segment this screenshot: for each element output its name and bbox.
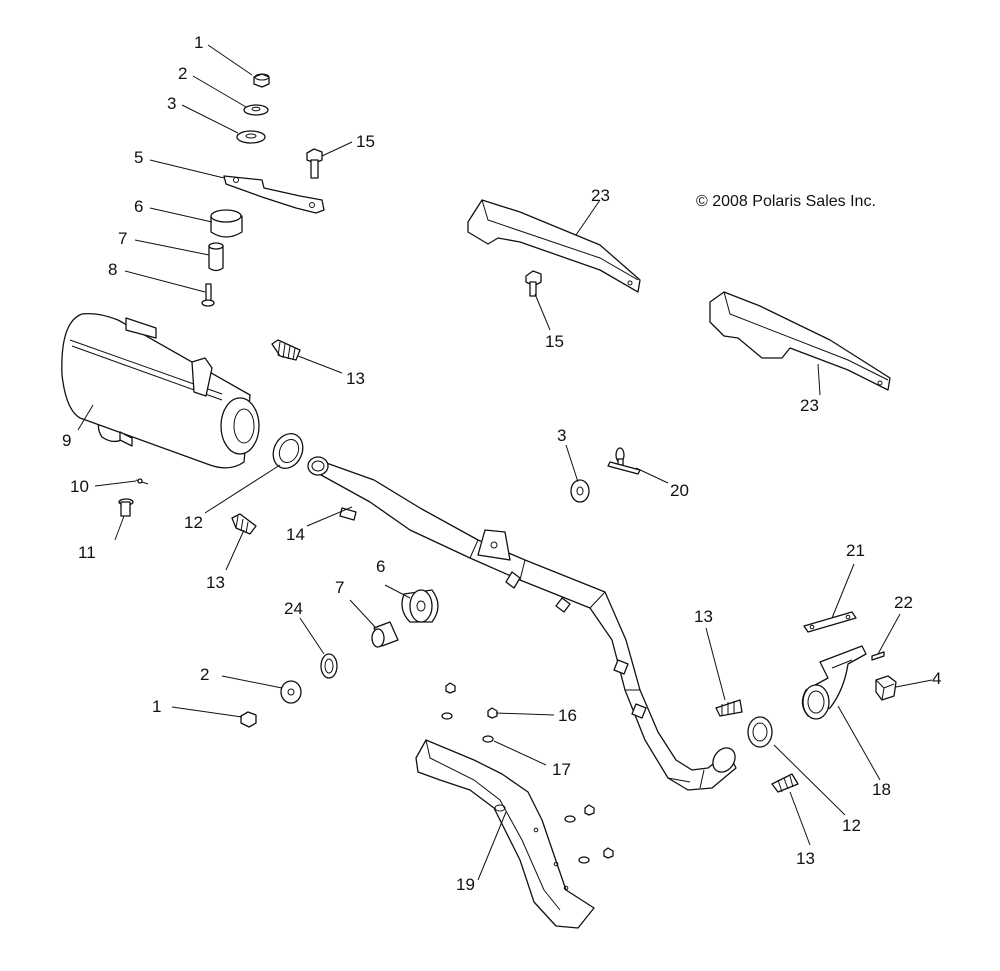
part-13-spring-upper — [271, 339, 301, 361]
part-24-gasket — [320, 653, 338, 679]
callout-13-right-upper: 13 — [694, 607, 713, 626]
callout-6-mid: 6 — [376, 557, 385, 576]
callout-8: 8 — [108, 260, 117, 279]
callout-13-lower-left: 13 — [206, 573, 225, 592]
callout-22: 22 — [894, 593, 913, 612]
part-15-bolt-top — [306, 148, 323, 179]
leader-lines — [77, 44, 933, 881]
callout-13-upper-left: 13 — [346, 369, 365, 388]
part-10-pin — [135, 478, 149, 485]
part-18-exhaust-elbow — [801, 645, 867, 720]
callout-17: 17 — [552, 760, 571, 779]
part-15-bolt-mid — [525, 270, 542, 297]
callout-18: 18 — [872, 780, 891, 799]
part-16-17-hardware — [441, 682, 614, 864]
callout-2-bottom: 2 — [200, 665, 209, 684]
callout-7-top: 7 — [118, 229, 127, 248]
part-13-spring-lower-left — [231, 513, 257, 535]
part-7-sleeve-mid — [371, 621, 399, 648]
part-19-lower-heat-shield — [415, 739, 595, 929]
callout-6-top: 6 — [134, 197, 143, 216]
callout-13-right-lower: 13 — [796, 849, 815, 868]
callout-1-top: 1 — [194, 33, 203, 52]
callout-12-left: 12 — [184, 513, 203, 532]
part-3-washer-top — [236, 130, 266, 144]
callout-14: 14 — [286, 525, 305, 544]
callout-21: 21 — [846, 541, 865, 560]
part-9-muffler — [61, 312, 260, 469]
callout-5: 5 — [134, 148, 143, 167]
callout-11: 11 — [78, 543, 96, 562]
part-23-heat-shield-lower — [709, 291, 891, 391]
part-13-spring-right-upper — [715, 699, 743, 717]
copyright-notice: © 2008 Polaris Sales Inc. — [696, 193, 876, 210]
part-13-spring-right-lower — [771, 773, 799, 793]
part-6-grommet-mid — [401, 589, 439, 623]
part-2-washer-bottom — [280, 680, 302, 704]
callout-10: 10 — [70, 477, 89, 496]
part-7-sleeve-top — [208, 242, 224, 272]
callout-23-upper: 23 — [591, 186, 610, 205]
part-22-pin — [871, 651, 885, 661]
part-2-washer-top — [243, 104, 269, 116]
part-1-nut-bottom — [240, 711, 257, 728]
callout-19: 19 — [456, 875, 475, 894]
part-5-bracket — [223, 175, 325, 214]
callout-7-mid: 7 — [335, 578, 344, 597]
callout-16: 16 — [558, 706, 577, 725]
part-11-screw — [118, 498, 134, 517]
part-23-heat-shield-upper — [467, 199, 641, 293]
callout-3-mid: 3 — [557, 426, 566, 445]
callout-12-right: 12 — [842, 816, 861, 835]
callout-1-bottom: 1 — [152, 697, 161, 716]
part-3-washer-mid — [570, 479, 590, 503]
callout-numbers: 1 2 3 15 5 6 7 8 9 10 11 13 12 13 14 23 … — [62, 33, 941, 894]
callout-20: 20 — [670, 481, 689, 500]
callout-9: 9 — [62, 431, 71, 450]
part-14-header-pipe — [307, 456, 737, 791]
part-20-bolt — [607, 447, 641, 475]
part-8-screw — [201, 283, 215, 307]
callout-4: 4 — [932, 669, 941, 688]
callout-15-mid: 15 — [545, 332, 564, 351]
part-12-gasket-left — [272, 432, 304, 470]
part-1-nut-top — [253, 73, 270, 88]
callout-24: 24 — [284, 599, 303, 618]
callout-3-top: 3 — [167, 94, 176, 113]
callout-15-top: 15 — [356, 132, 375, 151]
part-4-nut — [875, 675, 897, 701]
part-6-grommet-top — [210, 209, 243, 238]
callout-2-top: 2 — [178, 64, 187, 83]
part-12-gasket-right — [747, 716, 773, 748]
callout-23-lower: 23 — [800, 396, 819, 415]
part-21-gasket-plate — [803, 611, 857, 633]
